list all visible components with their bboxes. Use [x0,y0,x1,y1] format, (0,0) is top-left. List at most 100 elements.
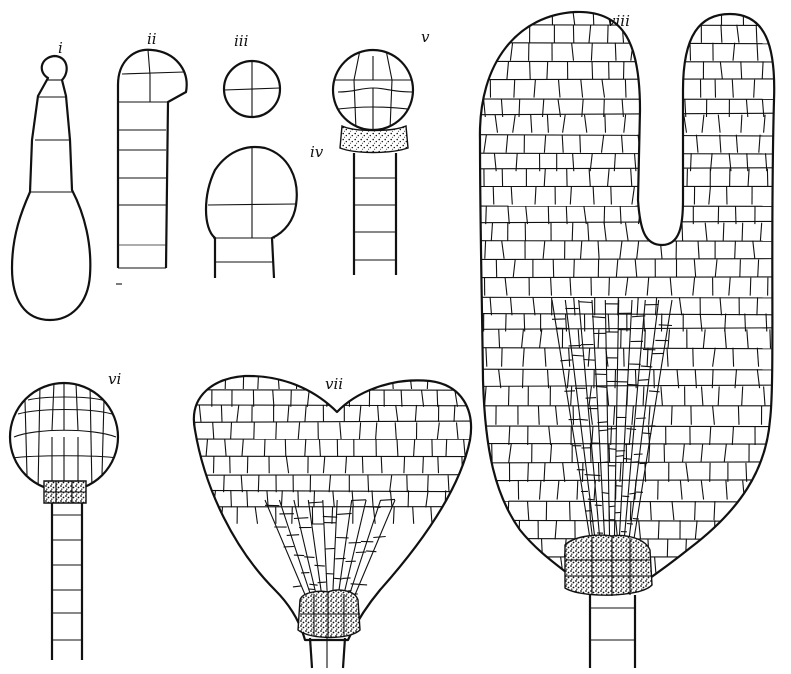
cell-wall [475,135,780,136]
cell-wall [475,520,476,539]
cell-wall [775,43,776,61]
cell-wall [577,481,578,500]
cell-wall [628,384,639,385]
cell-wall [624,300,646,545]
cell-wall [638,380,649,381]
cell-wall [735,241,736,259]
cell-wall [746,463,747,482]
cell-wall [632,462,640,463]
cell-wall [185,475,480,476]
cell-wall [694,260,695,278]
cell-wall [550,444,551,463]
cell-wall [742,386,743,405]
cell-wall [677,187,679,205]
cell-wall [242,439,243,456]
cell-wall [491,223,492,241]
cell-wall [184,405,186,422]
cell-wall [486,206,487,224]
cell-wall [407,475,408,492]
cell-wall [475,520,780,521]
cell-wall [742,223,743,241]
cell-wall [570,278,571,296]
cell-wall [184,507,186,524]
stage-i-embryo: i [12,39,90,320]
cell-wall [769,444,770,463]
cell-wall [509,426,510,445]
cell-wall [698,557,699,576]
cell-wall [475,277,780,278]
cell-wall [258,475,259,492]
cell-wall [314,490,315,507]
cell-wall [513,115,516,133]
cell-wall [466,490,467,507]
cell-wall [702,115,704,133]
cell-wall [390,475,392,492]
cell-wall [654,153,656,171]
cell-wall [679,297,681,315]
stage-ii-embryo: ii [116,30,187,284]
cell-wall [770,329,771,348]
cell-wall [746,99,747,117]
cell-wall [696,135,698,153]
cell-wall [574,260,575,278]
cell-wall [634,454,643,455]
cell-wall [713,348,716,367]
cell-wall [602,80,605,98]
cell-wall [723,223,724,241]
cell-wall [563,115,566,133]
cell-wall [604,206,605,224]
cell-wall [457,422,459,439]
cell-wall [486,348,487,367]
cell-wall [631,8,633,26]
cell-wall [616,456,624,457]
cell-wall [381,499,395,500]
cell-wall [393,507,394,524]
cell-wall [563,463,565,482]
cell-wall [574,297,575,315]
cell-wall [736,135,737,153]
cell-wall [631,169,632,187]
cell-wall [635,260,637,278]
cell-wall [345,456,346,473]
cell-wall [608,169,610,187]
cell-wall [637,241,639,259]
cell-wall [404,456,405,473]
cell-wall [670,278,672,296]
cell-wall [585,475,593,476]
cell-wall [705,223,707,241]
cell-wall [528,501,529,520]
cell-wall [475,426,780,427]
cell-wall [468,475,470,492]
cell-wall [224,475,225,492]
cell-wall [595,505,602,506]
cell-wall [484,25,485,43]
cell-wall [748,169,749,187]
cell-wall [713,406,715,425]
cell-wall [616,260,618,278]
cell-wall [446,439,447,456]
cell-wall [627,524,633,525]
cell-wall [738,406,739,425]
cell-wall [544,463,545,482]
cell-wall [607,429,617,430]
cell-wall [661,99,662,117]
cell-wall [660,80,662,98]
stage-iv-embryo: iv [206,143,324,278]
stage-vii-hypophysis [298,590,360,638]
cell-wall [774,520,775,539]
cell-wall [686,539,687,558]
cell-wall [608,25,609,43]
cell-wall [586,398,597,399]
cell-wall [756,25,757,43]
cell-wall [507,61,509,79]
cell-wall [658,520,659,539]
cell-wall [670,169,671,187]
cell-wall [570,501,571,520]
cell-wall [509,444,512,463]
stage-label-iv: iv [310,143,324,161]
cell-wall [572,223,573,241]
cell-wall [325,548,335,549]
cell-wall [693,278,695,296]
cell-wall [655,187,656,205]
cell-wall [298,422,299,439]
